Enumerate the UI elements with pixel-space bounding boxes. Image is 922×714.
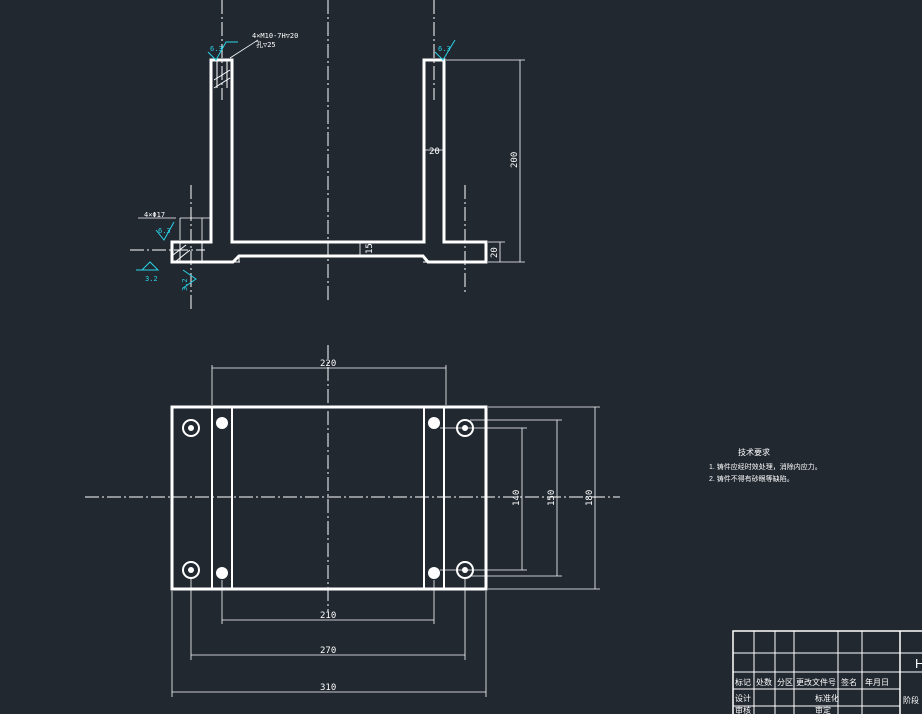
top-view bbox=[85, 345, 620, 697]
roughness-symbols bbox=[136, 39, 456, 289]
dim-180: 180 bbox=[585, 490, 595, 506]
tb-r1c5: 签名 bbox=[841, 677, 857, 687]
dim-140: 140 bbox=[512, 490, 522, 506]
tb-r1c4: 更改文件号 bbox=[796, 677, 836, 687]
dim-210: 210 bbox=[320, 611, 336, 621]
tb-edge-char: H bbox=[915, 656, 922, 671]
dim-height: 200 bbox=[510, 152, 520, 168]
tech-item-2: 2. 铸件不得有砂眼等缺陷。 bbox=[709, 474, 794, 483]
tech-item-1: 1. 铸件应经时效处理，消除内应力。 bbox=[709, 462, 822, 471]
tech-title: 技术要求 bbox=[738, 447, 770, 457]
tb-r1c1: 标记 bbox=[735, 677, 751, 687]
roughness-center: 3.2 bbox=[181, 278, 189, 291]
tb-r1c3: 分区 bbox=[777, 678, 793, 687]
roughness-top-left: 6.3 bbox=[210, 45, 223, 53]
roughness-top-right: 6.3 bbox=[438, 45, 451, 53]
roughness-hole: 6.3 bbox=[158, 227, 171, 235]
tb-right-label: 阶段 bbox=[903, 695, 919, 705]
title-block bbox=[732, 630, 922, 714]
dim-220: 220 bbox=[320, 359, 336, 369]
dim-150: 150 bbox=[547, 490, 557, 506]
tb-r1c6: 年月日 bbox=[865, 677, 889, 687]
tb-r3c4: 审定 bbox=[815, 705, 831, 714]
dim-270: 270 bbox=[320, 646, 336, 656]
tb-r2c4: 标准化 bbox=[815, 693, 839, 703]
roughness-bottom: 3.2 bbox=[145, 275, 158, 283]
hole-depth: 孔▽25 bbox=[256, 41, 276, 49]
dim-slot: 15 bbox=[365, 243, 375, 254]
tb-r1c2: 处数 bbox=[756, 677, 772, 687]
bracket-outline bbox=[170, 58, 488, 264]
front-view bbox=[130, 0, 525, 310]
thread-callout: 4×M10-7H▽20 bbox=[252, 32, 298, 40]
dim-310: 310 bbox=[320, 683, 336, 693]
tb-r3c1: 审核 bbox=[735, 705, 751, 714]
dim-base-thickness: 20 bbox=[490, 247, 500, 258]
dim-upright-width: 20 bbox=[429, 147, 440, 157]
base-plate bbox=[170, 405, 488, 591]
hole-callout: 4×Φ17 bbox=[144, 211, 165, 219]
tb-r2c1: 设计 bbox=[735, 693, 751, 703]
